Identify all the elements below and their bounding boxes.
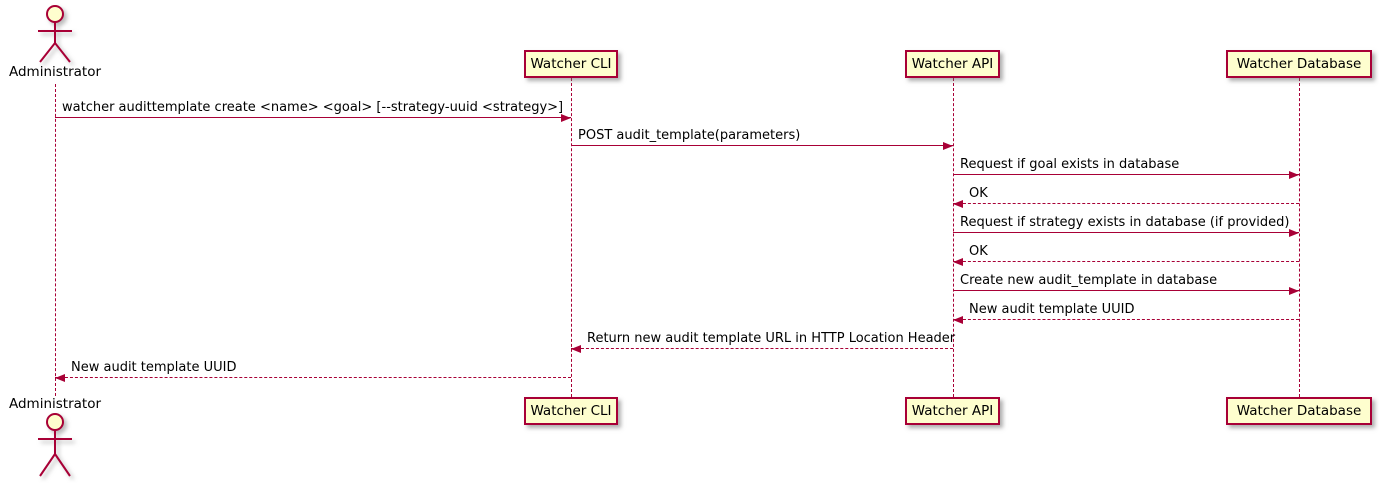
message-line [55,117,571,118]
actor-label-top: Administrator [8,64,102,80]
message-line [953,261,1299,262]
participant-label: Watcher CLI [530,56,612,72]
message-9: Return new audit template URL in HTTP Lo… [571,329,956,353]
lifeline-watcher-cli [571,78,572,397]
message-5: Request if strategy exists in database (… [953,213,1299,237]
message-6: OK [953,242,1299,266]
message-8: New audit template UUID [953,300,1299,324]
message-6-label: OK [969,244,988,259]
message-3-label: Request if goal exists in database [960,157,1180,172]
message-4-label: OK [969,186,988,201]
participant-watcher-api-bottom: Watcher API [905,397,1000,425]
message-line [953,232,1299,233]
message-7-label: Create new audit_template in database [960,273,1218,288]
participant-watcher-database-top: Watcher Database [1226,50,1372,78]
message-7: Create new audit_template in database [953,271,1299,295]
message-10-label: New audit template UUID [71,360,237,375]
message-8-label: New audit template UUID [969,302,1135,317]
message-line [953,290,1299,291]
participant-watcher-database-bottom: Watcher Database [1226,397,1372,425]
message-5-label: Request if strategy exists in database (… [960,215,1290,230]
arrowhead-left-icon [953,200,963,208]
arrowhead-right-icon [1289,229,1299,237]
arrowhead-left-icon [953,258,963,266]
participant-label: Watcher CLI [530,403,612,419]
message-line [953,203,1299,204]
actor-icon [30,412,80,480]
arrowhead-right-icon [1289,171,1299,179]
message-line [953,319,1299,320]
participant-label: Watcher API [911,403,994,419]
message-line [55,377,571,378]
participant-watcher-cli-bottom: Watcher CLI [524,397,618,425]
lifeline-watcher-database [1299,78,1300,397]
message-4: OK [953,184,1299,208]
arrowhead-right-icon [1289,287,1299,295]
message-10: New audit template UUID [55,358,571,382]
actor-label-bottom: Administrator [8,396,102,412]
participant-label: Watcher Database [1236,403,1362,419]
message-line [571,348,953,349]
participant-watcher-api-top: Watcher API [905,50,1000,78]
participant-watcher-cli-top: Watcher CLI [524,50,618,78]
message-9-label: Return new audit template URL in HTTP Lo… [587,331,956,346]
lifeline-administrator [55,84,56,396]
message-3: Request if goal exists in database [953,155,1299,179]
lifeline-watcher-api [953,78,954,397]
participant-label: Watcher API [911,56,994,72]
arrowhead-left-icon [55,374,65,382]
participant-label: Watcher Database [1236,56,1362,72]
message-line [953,174,1299,175]
message-2-label: POST audit_template(parameters) [578,128,801,143]
message-line [571,145,953,146]
message-1-label: watcher audittemplate create <name> <goa… [62,100,564,115]
arrowhead-left-icon [953,316,963,324]
arrowhead-right-icon [943,142,953,150]
arrowhead-right-icon [561,114,571,122]
actor-icon [30,4,80,64]
arrowhead-left-icon [571,345,581,353]
message-2: POST audit_template(parameters) [571,126,953,150]
message-1: watcher audittemplate create <name> <goa… [55,98,571,122]
